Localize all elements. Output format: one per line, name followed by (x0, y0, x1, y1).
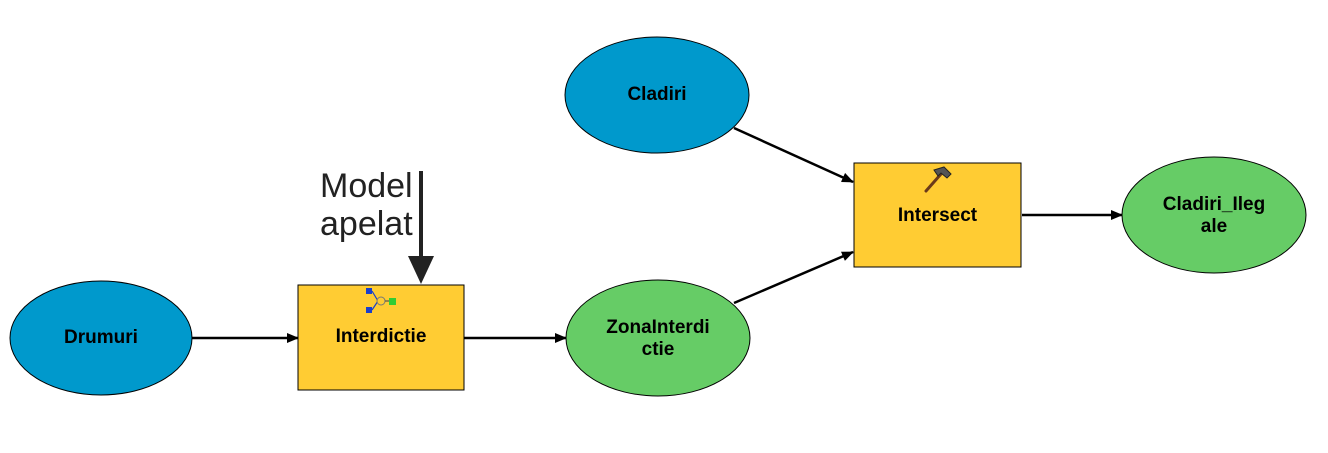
hammer-icon (924, 166, 952, 193)
label-ilegale-line1: Cladiri_Ileg (1162, 194, 1266, 215)
node-drumuri[interactable] (9, 280, 193, 396)
model-icon (366, 288, 396, 313)
annotation-text: Model apelat (320, 167, 413, 243)
node-cladiri-ilegale[interactable] (1121, 156, 1307, 274)
label-zona-line2: ctie (641, 339, 675, 360)
label-cladiri: Cladiri (627, 84, 687, 105)
annotation-line2: apelat (320, 205, 413, 243)
node-zona-interdictie[interactable] (565, 279, 751, 397)
label-ilegale-line2: ale (1200, 216, 1228, 237)
annotation-line1: Model (320, 167, 413, 205)
label-interdictie: Interdictie (335, 326, 427, 347)
node-cladiri[interactable] (564, 36, 750, 154)
node-intersect[interactable] (853, 162, 1022, 268)
label-zona-interdictie: ZonaInterdi ctie (588, 317, 728, 361)
label-drumuri: Drumuri (64, 327, 138, 348)
label-zona-line1: ZonaInterdi (606, 317, 710, 338)
connector-zona-intersect (733, 250, 854, 305)
annotation-arrow-head (408, 256, 434, 284)
connector-cladiri-intersect (733, 126, 854, 184)
label-cladiri-ilegale: Cladiri_Ileg ale (1144, 194, 1284, 238)
label-intersect: Intersect (897, 205, 978, 226)
